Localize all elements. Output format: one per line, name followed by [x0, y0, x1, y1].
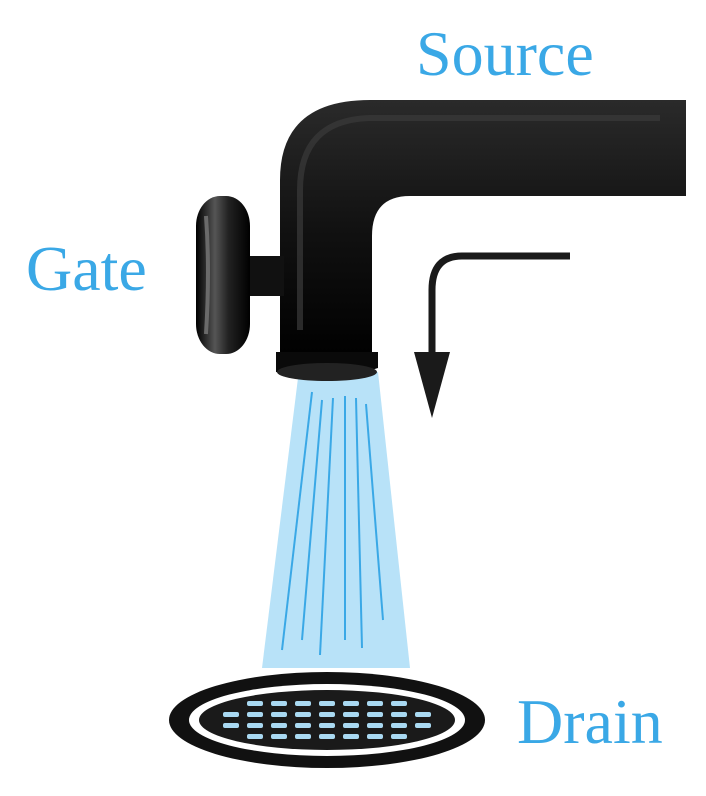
drain-hole	[295, 734, 311, 739]
drain-hole	[223, 723, 239, 728]
water-streak	[365, 403, 384, 621]
water-streak	[281, 391, 313, 651]
drain-hole	[247, 723, 263, 728]
drain-hole	[271, 723, 287, 728]
drain-hole	[247, 734, 263, 739]
drain-hole	[367, 734, 383, 739]
drain-label: Drain	[517, 686, 663, 757]
drain-hole	[415, 723, 431, 728]
drain-hole	[271, 701, 287, 706]
drain-hole	[319, 723, 335, 728]
gate-label: Gate	[26, 233, 147, 304]
drain-hole	[391, 734, 407, 739]
drain-hole	[247, 701, 263, 706]
water-streak	[355, 397, 363, 649]
drain-hole	[295, 723, 311, 728]
water-streak	[301, 399, 323, 641]
drain-hole	[343, 723, 359, 728]
flow-arrow-icon	[414, 252, 570, 418]
drain-hole	[319, 701, 335, 706]
drain-hole	[271, 734, 287, 739]
drain-hole	[415, 712, 431, 717]
water-stream	[262, 372, 410, 668]
drain-hole	[391, 701, 407, 706]
drain-hole	[367, 723, 383, 728]
drain-hole	[319, 734, 335, 739]
drain-hole	[343, 701, 359, 706]
drain-hole	[391, 712, 407, 717]
faucet-pipe	[276, 100, 686, 381]
water-streak	[319, 397, 334, 656]
drain-hole	[271, 712, 287, 717]
drain-hole	[223, 712, 239, 717]
drain-hole	[247, 712, 263, 717]
drain-grate-icon	[169, 672, 485, 768]
drain-hole	[343, 734, 359, 739]
drain-hole	[319, 712, 335, 717]
drain-hole	[391, 723, 407, 728]
source-label: Source	[416, 18, 594, 89]
drain-hole	[343, 712, 359, 717]
drain-hole	[367, 712, 383, 717]
gate-knob-icon	[196, 196, 284, 354]
drain-hole	[295, 712, 311, 717]
drain-hole	[367, 701, 383, 706]
drain-hole	[295, 701, 311, 706]
